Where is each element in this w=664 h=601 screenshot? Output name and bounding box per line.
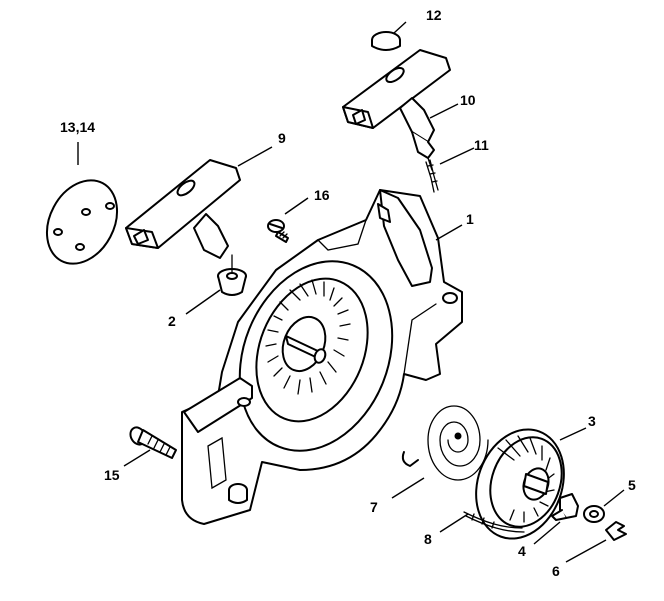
washer-part [583,505,605,523]
label-part-9: 9 [278,130,286,146]
label-part-16: 16 [314,187,330,203]
label-part-1: 1 [466,211,474,227]
spring-clip-part [605,521,627,541]
label-part-8: 8 [424,531,432,547]
rope-part [425,159,439,193]
label-part-7: 7 [370,499,378,515]
label-part-2: 2 [168,313,176,329]
label-part-3: 3 [588,413,596,429]
rewind-spring-part [401,405,489,481]
pawl-part [551,493,579,521]
label-part-15: 15 [104,467,120,483]
cap-part [371,31,401,51]
bolt-part [129,426,177,459]
handle-left-part [125,159,241,259]
rope-rotor-part [475,428,565,540]
screw-small-part [267,219,289,243]
handle-upper-part [342,49,451,171]
leader-lines [77,21,625,563]
label-part-12: 12 [426,7,442,23]
cover-disc-part [45,179,119,265]
grommet-part [217,254,247,296]
label-part-13-14: 13,14 [60,119,95,135]
fan-housing-part [181,189,463,525]
label-part-11: 11 [474,137,489,153]
rope-coil-part [463,511,525,533]
label-part-10: 10 [460,92,476,108]
label-part-5: 5 [628,477,636,493]
label-part-4: 4 [518,543,526,559]
label-part-6: 6 [552,563,560,579]
